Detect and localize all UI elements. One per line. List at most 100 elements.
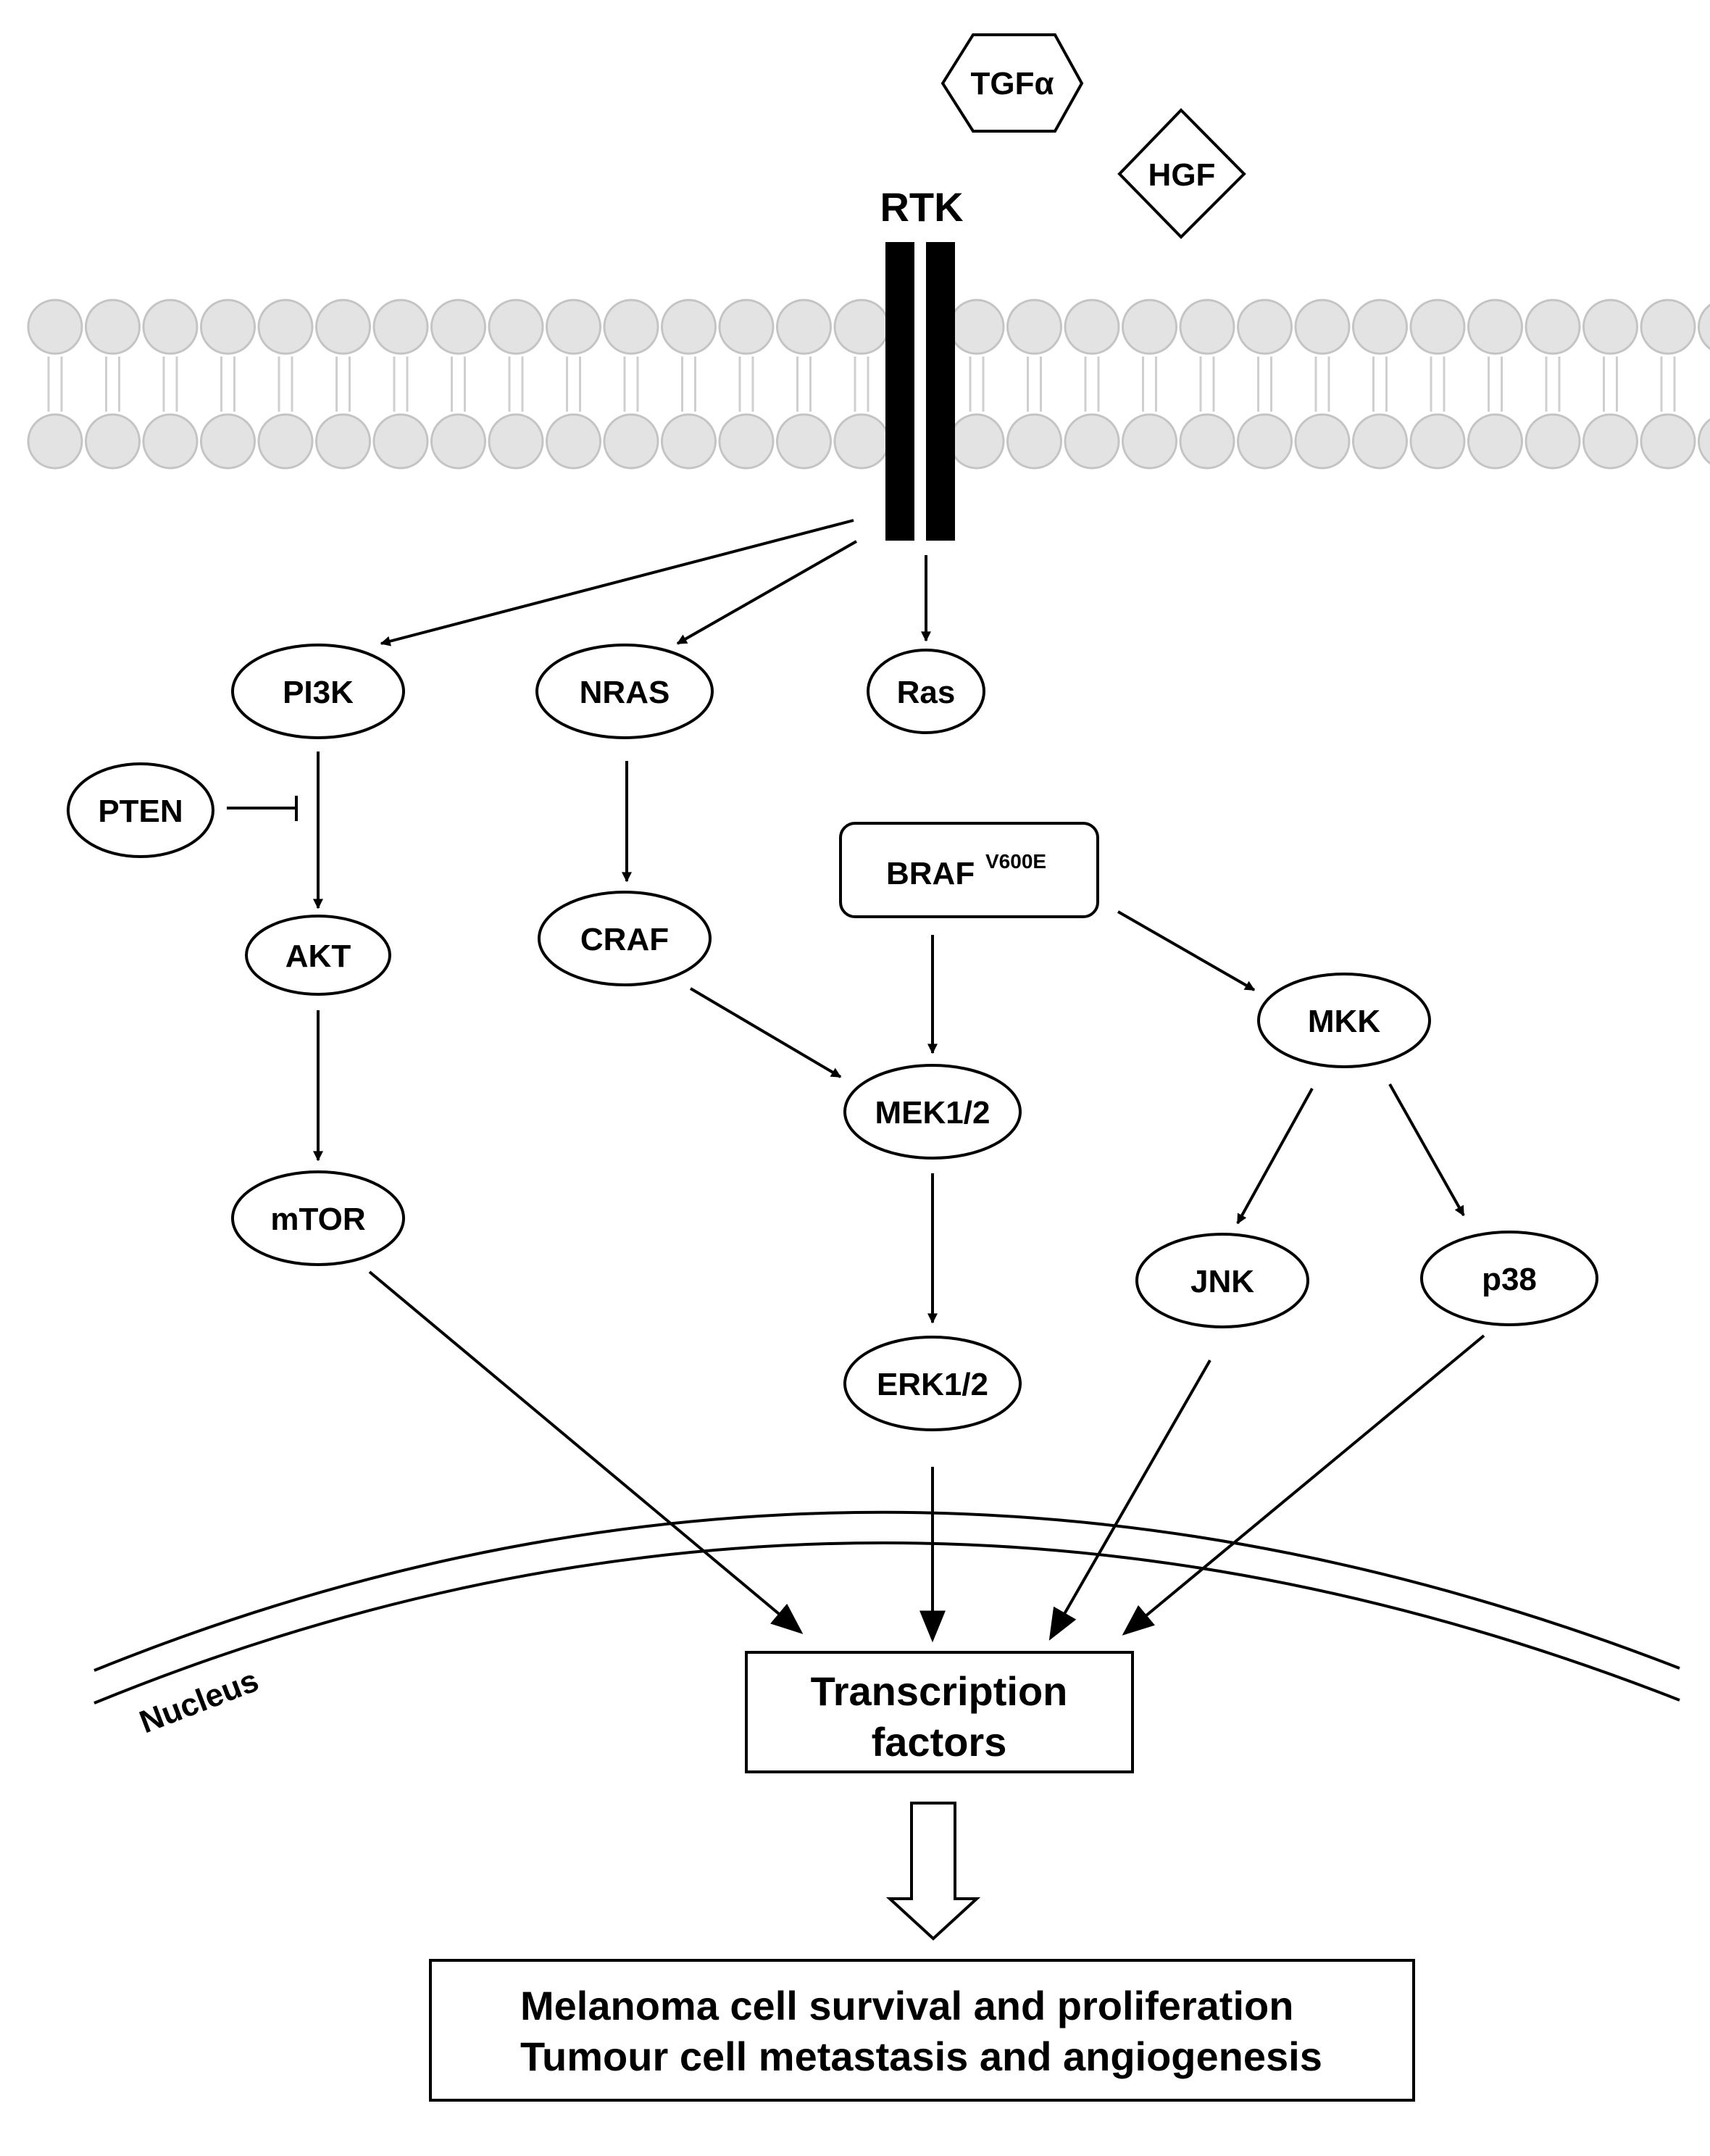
lipid-head	[661, 299, 717, 355]
lipid-head	[430, 413, 486, 470]
lipid-head	[1640, 413, 1696, 470]
lipid-head	[833, 299, 890, 355]
lipid-head	[372, 299, 429, 355]
edges	[227, 519, 1485, 1643]
mek-label: MEK1/2	[875, 1095, 990, 1131]
pi3k-label: PI3K	[283, 675, 354, 710]
lipid-head	[430, 299, 486, 355]
node-erk: ERK1/2	[843, 1336, 1022, 1431]
lipid-head	[1409, 413, 1466, 470]
nuclear-envelope-outer	[93, 1510, 1680, 1672]
braf-mutation-label: V600E	[985, 850, 1046, 873]
lipid-head	[1352, 413, 1408, 470]
jnk-label: JNK	[1190, 1264, 1254, 1299]
mtor-label: mTOR	[270, 1202, 365, 1237]
lipid-head	[603, 413, 659, 470]
hgf-diamond	[1117, 108, 1246, 239]
lipid-head	[1467, 299, 1523, 355]
tgfa-label: TGFα	[970, 66, 1054, 101]
akt-label: AKT	[285, 938, 351, 974]
lipid-head	[776, 299, 832, 355]
lipid-head	[661, 413, 717, 470]
lipid-head	[1698, 418, 1710, 465]
lipid-head	[1525, 299, 1581, 355]
lipid-head	[718, 413, 775, 470]
rtk-label: RTK	[880, 184, 963, 230]
lipid-head	[603, 299, 659, 355]
edge-p38-tf	[1122, 1334, 1485, 1636]
rtk-bar-right	[926, 242, 955, 541]
lipid-head	[1122, 299, 1177, 355]
lipid-head	[372, 413, 429, 470]
lipid-head	[315, 413, 371, 470]
tgfa-hexagon	[940, 33, 1084, 133]
lipid-head	[257, 299, 314, 355]
outcome-box: Melanoma cell survival and proliferation…	[429, 1959, 1415, 2102]
edge-rtk-pi3k	[380, 519, 854, 646]
edge-mtor-tf	[368, 1270, 804, 1634]
lipid-head	[948, 299, 1005, 355]
ras-label: Ras	[897, 675, 956, 710]
node-nras: NRAS	[535, 644, 714, 739]
transcription-line2: factors	[872, 1719, 1007, 1765]
lipid-head	[1237, 413, 1293, 470]
tgfa-ligand: TGFα	[940, 33, 1084, 133]
transcription-line1: Transcription	[811, 1668, 1068, 1714]
node-p38: p38	[1420, 1231, 1598, 1326]
lipid-head	[1352, 299, 1408, 355]
lipid-head	[315, 299, 371, 355]
lipid-head	[1006, 413, 1062, 470]
node-mtor: mTOR	[231, 1170, 405, 1266]
edge-rtk-nras	[676, 540, 857, 645]
lipid-head	[1409, 299, 1466, 355]
lipid-head	[85, 413, 141, 470]
edge-jnk-tf	[1048, 1360, 1211, 1641]
edge-braf-mkk	[1117, 910, 1256, 991]
lipid-head	[1064, 299, 1120, 355]
outcome-block-arrow	[885, 1802, 981, 1941]
braf-label: BRAF	[886, 856, 975, 891]
cell-membrane	[27, 299, 1710, 470]
lipid-head	[546, 299, 601, 355]
lipid-head	[1582, 299, 1638, 355]
nucleus-label: Nucleus	[135, 1662, 263, 1740]
node-pi3k: PI3K	[231, 644, 405, 739]
lipid-head	[142, 299, 199, 355]
lipid-head	[1179, 299, 1235, 355]
hgf-label: HGF	[1148, 157, 1216, 193]
rtk-bar-left	[885, 242, 914, 541]
lipid-head	[257, 413, 314, 470]
lipid-head	[1698, 304, 1710, 350]
node-braf: BRAF V600E	[839, 822, 1099, 918]
edge-mkk-p38	[1388, 1083, 1465, 1217]
lipid-head	[546, 413, 601, 470]
lipid-head	[1582, 413, 1638, 470]
node-mkk: MKK	[1257, 973, 1431, 1068]
node-craf: CRAF	[538, 891, 712, 986]
lipid-head	[1467, 413, 1523, 470]
outcome-line2: Tumour cell metastasis and angiogenesis	[520, 2034, 1322, 2079]
lipid-head	[948, 413, 1005, 470]
node-akt: AKT	[245, 915, 391, 996]
nuclear-envelope-inner	[93, 1541, 1680, 1705]
rtk-receptor	[885, 242, 955, 541]
lipid-head	[488, 299, 544, 355]
lipid-head	[142, 413, 199, 470]
lipid-head	[1294, 413, 1351, 470]
lipid-head	[200, 299, 256, 355]
pten-label: PTEN	[98, 794, 183, 829]
node-pten: PTEN	[67, 762, 214, 858]
node-ras: Ras	[867, 649, 985, 734]
lipid-head	[718, 299, 775, 355]
lipid-head	[1122, 413, 1177, 470]
lipid-head	[1237, 299, 1293, 355]
lipid-head	[200, 413, 256, 470]
lipid-head	[1640, 299, 1696, 355]
nuclear-envelope	[93, 1510, 1680, 1705]
lipid-head	[833, 413, 890, 470]
lipid-head	[1294, 299, 1351, 355]
edge-craf-mek	[689, 987, 842, 1078]
transcription-factors-box: Transcription factors	[745, 1651, 1134, 1773]
lipid-head	[85, 299, 141, 355]
